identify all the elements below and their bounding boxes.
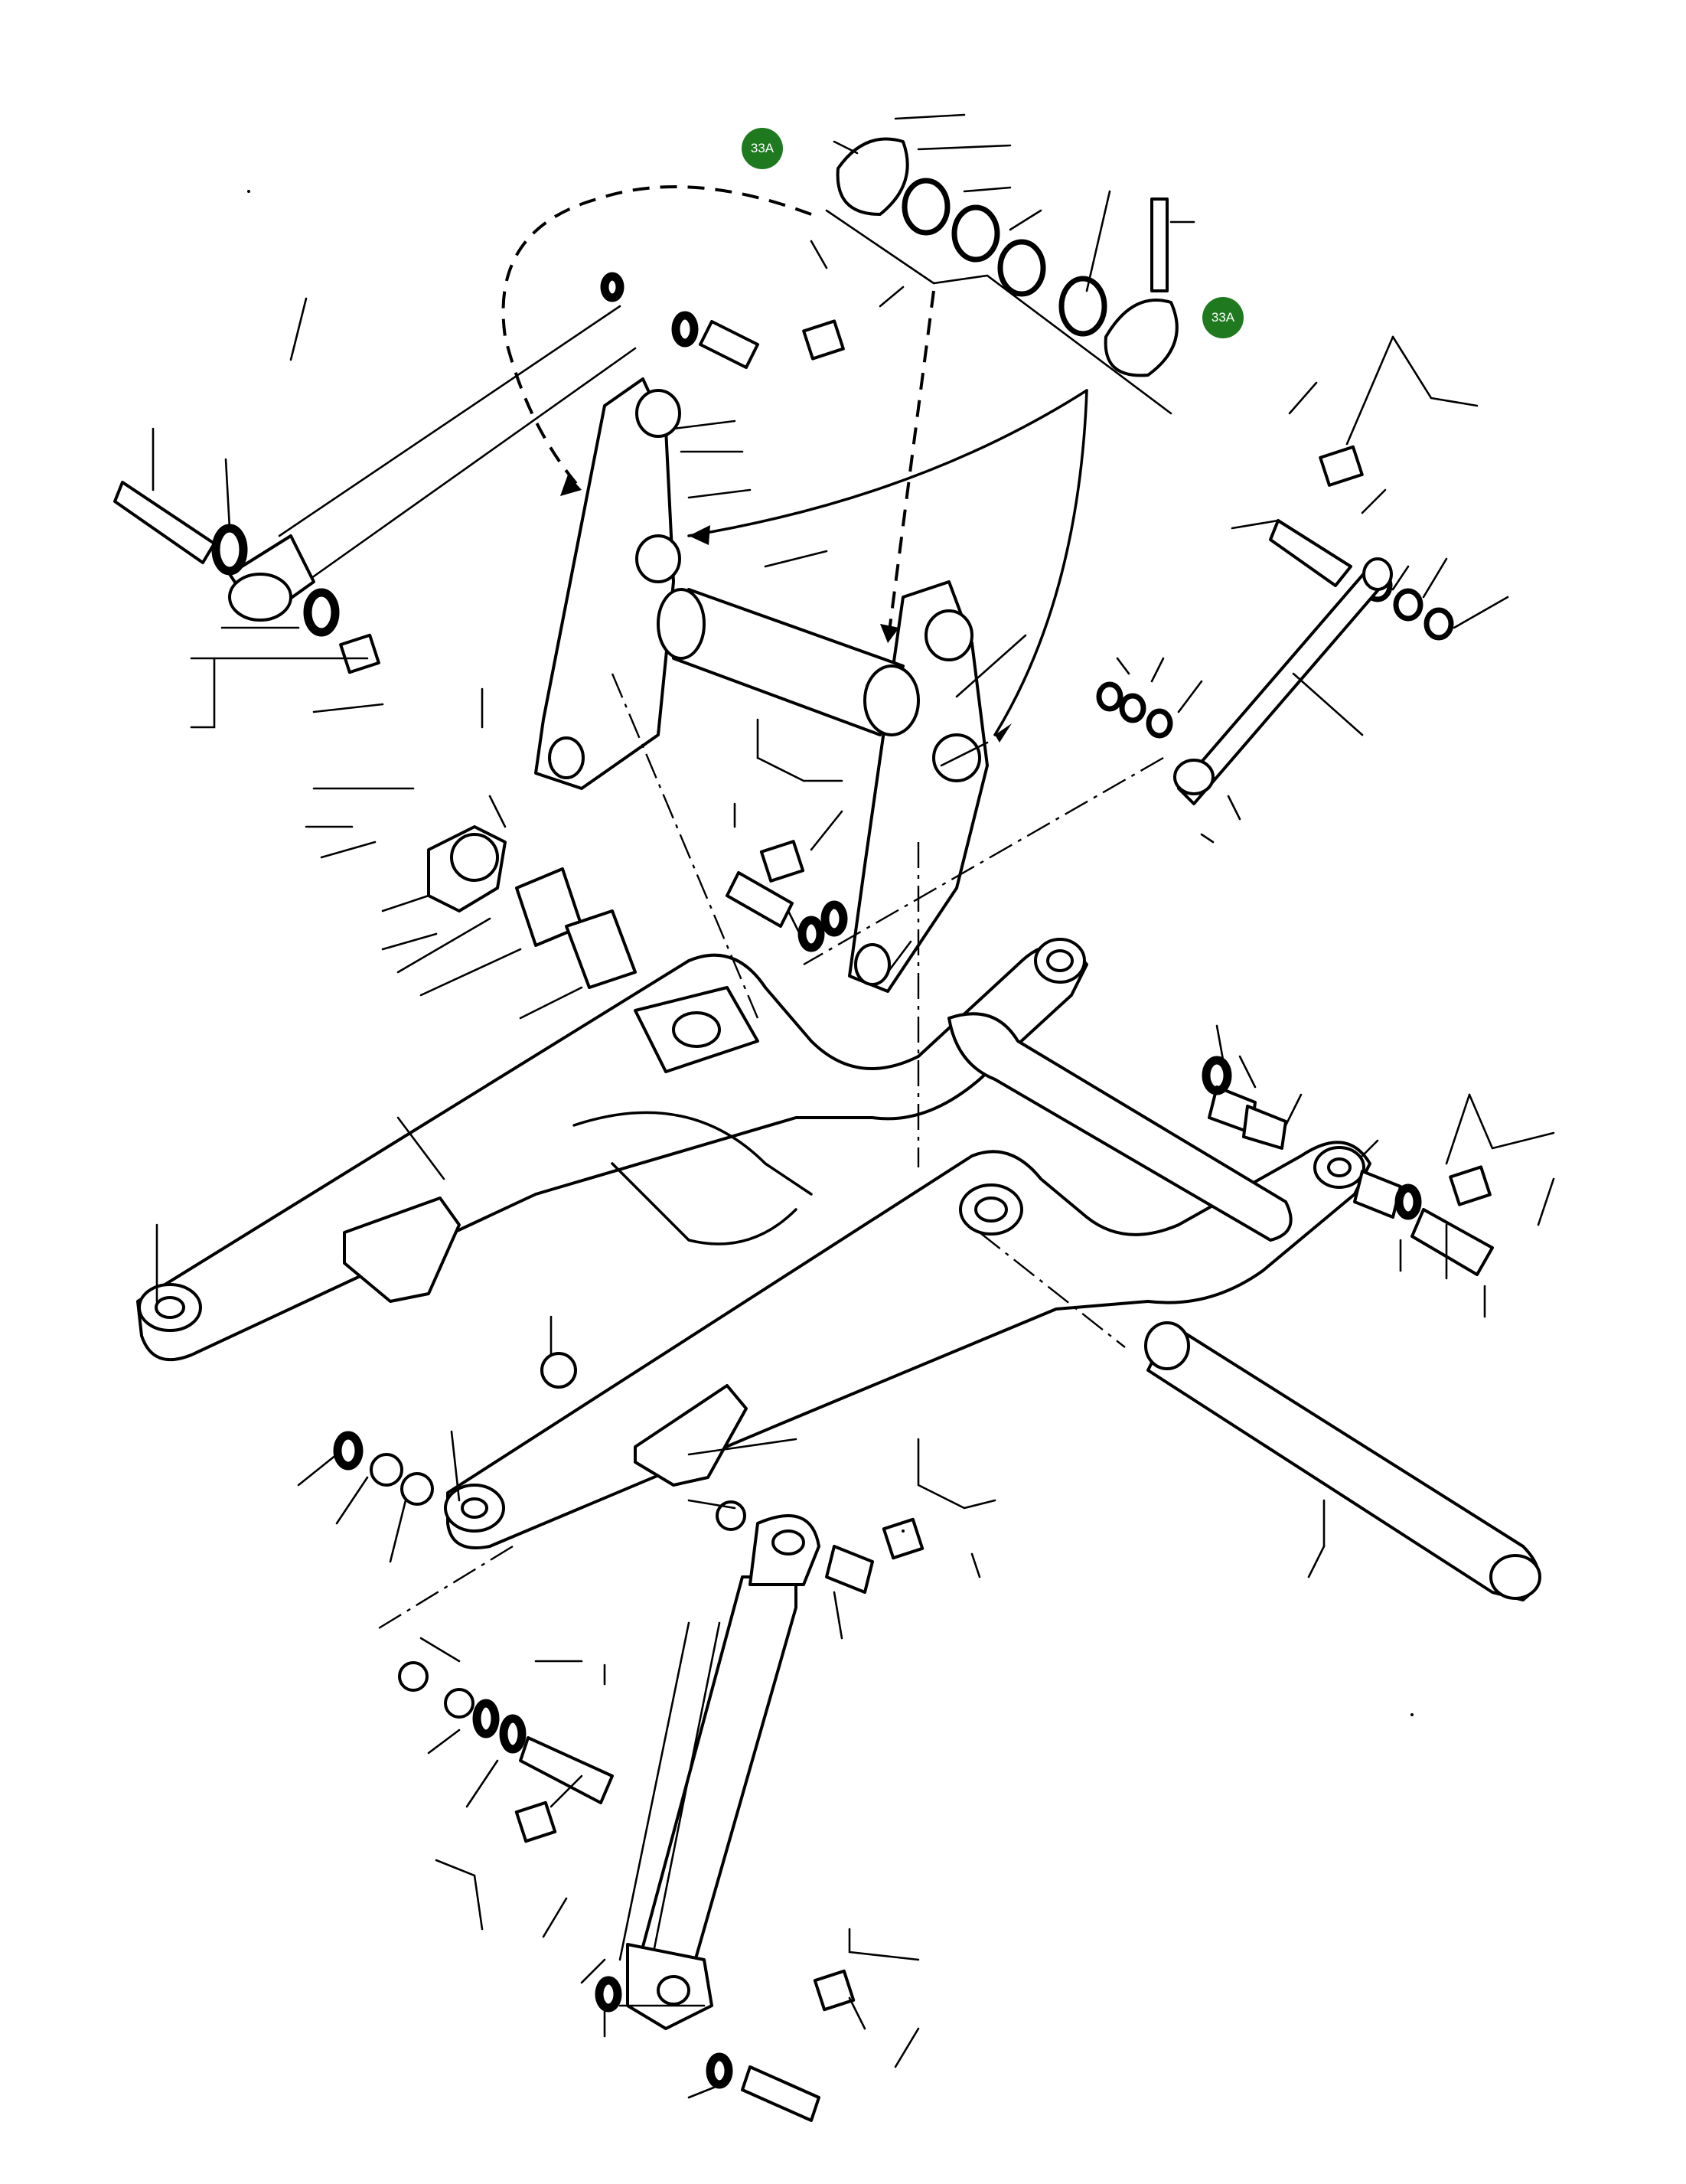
cross-shaft — [1144, 1321, 1541, 1601]
left-lift-link — [534, 377, 681, 790]
upper-cylinder — [113, 305, 637, 637]
hardware-parts — [333, 272, 1494, 2122]
reference-badge-top-left[interactable]: 33A — [742, 128, 783, 169]
right-lift-link — [848, 580, 989, 993]
link-tube — [657, 588, 920, 736]
clamp-kit — [825, 137, 1179, 415]
leader-lines — [152, 113, 1555, 2099]
assembly-paths — [374, 185, 1164, 1632]
lower-cylinder — [618, 1514, 820, 2030]
main-boom-frame — [136, 938, 1371, 1549]
reference-badge-top-right[interactable]: 33A — [1202, 297, 1244, 338]
scan-specks — [247, 190, 1414, 1716]
